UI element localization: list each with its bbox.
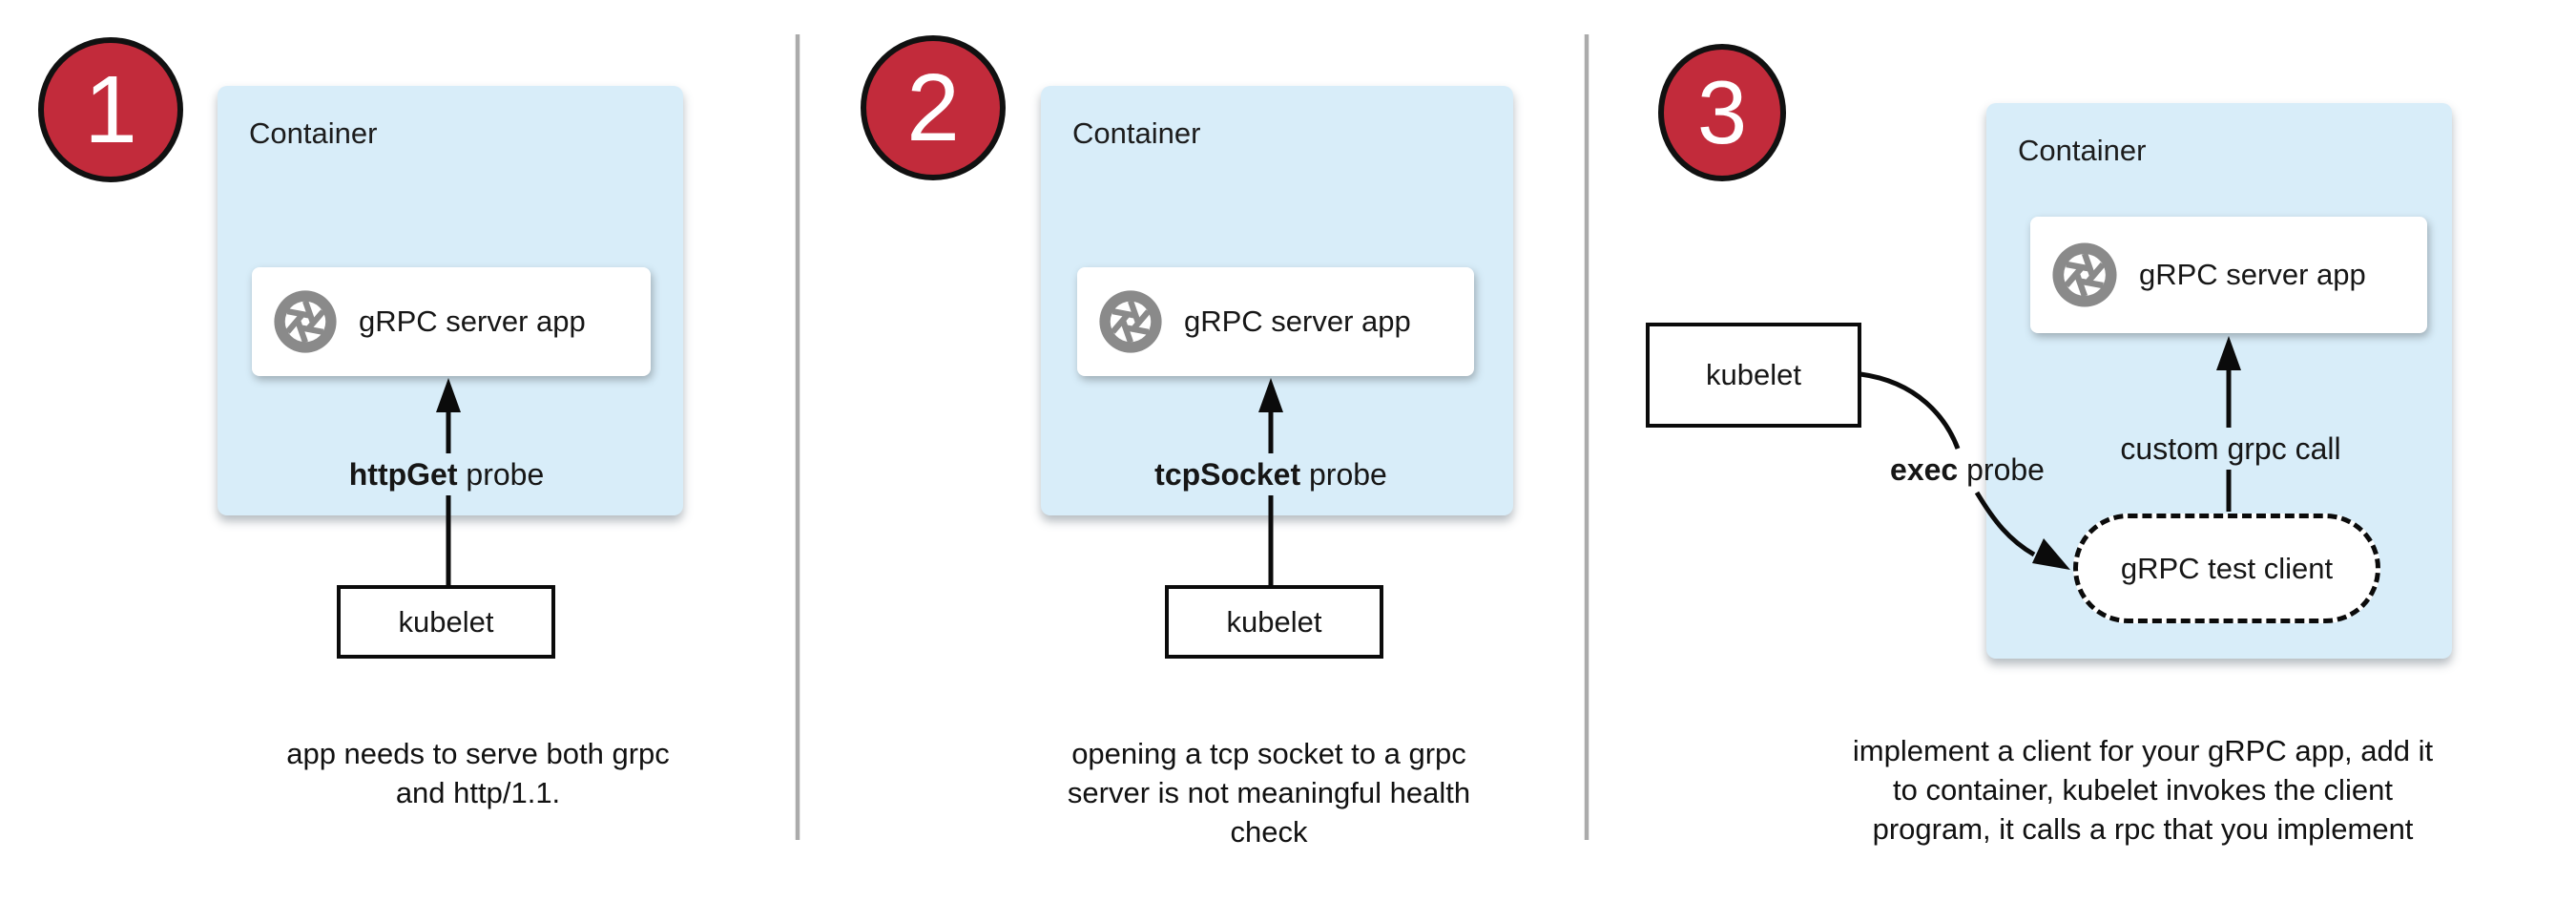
caption-line: and http/1.1. <box>395 776 561 809</box>
step-3-number: 3 <box>1696 62 1748 162</box>
probe-type-bold: exec <box>1890 452 1959 487</box>
aperture-icon <box>1099 290 1162 353</box>
caption-line: to container, kubelet invokes the client <box>1893 773 2393 807</box>
step-3-badge: 3 <box>1658 44 1786 181</box>
grpc-server-app-label: gRPC server app <box>2139 258 2366 291</box>
container-label-panel-1: Container <box>249 116 378 150</box>
grpc-server-app-label: gRPC server app <box>359 304 586 338</box>
caption-line: server is not meaningful health <box>1067 776 1471 809</box>
probe-word: probe <box>457 457 545 492</box>
grpc-server-app-card-panel-3: gRPC server app <box>2030 217 2427 333</box>
caption-panel-3: implement a client for your gRPC app, ad… <box>1761 731 2524 849</box>
exec-probe-label: exec probe <box>1890 451 2045 489</box>
kubelet-label: kubelet <box>1706 358 1801 391</box>
aperture-icon <box>274 290 337 353</box>
container-label-panel-3: Container <box>2018 134 2147 167</box>
caption-line: program, it calls a rpc that you impleme… <box>1872 812 2414 846</box>
kubelet-label: kubelet <box>1226 604 1322 639</box>
custom-grpc-call-label: custom grpc call <box>2111 428 2350 470</box>
kubelet-label: kubelet <box>398 604 494 639</box>
exec-probe-curve-upper <box>1859 371 1961 450</box>
probe-word: probe <box>1958 452 2045 487</box>
grpc-test-client-label: gRPC test client <box>2120 551 2334 585</box>
kubelet-box-panel-3: kubelet <box>1646 323 1861 428</box>
step-1-number: 1 <box>84 56 137 163</box>
probe-type-bold: tcpSocket <box>1154 457 1301 492</box>
step-2-badge: 2 <box>861 35 1006 180</box>
probe-word: probe <box>1300 457 1387 492</box>
caption-panel-1: app needs to serve both grpc and http/1.… <box>96 734 860 812</box>
caption-panel-2: opening a tcp socket to a grpc server is… <box>887 734 1651 851</box>
tcpsocket-probe-label: tcpSocket probe <box>1146 453 1396 495</box>
grpc-server-app-label: gRPC server app <box>1184 304 1411 338</box>
caption-line: implement a client for your gRPC app, ad… <box>1852 734 2434 767</box>
caption-line: app needs to serve both grpc <box>286 737 670 770</box>
step-1-badge: 1 <box>38 37 183 182</box>
kubelet-box-panel-2: kubelet <box>1165 585 1383 659</box>
caption-line: check <box>1230 815 1308 849</box>
container-label-panel-2: Container <box>1072 116 1201 150</box>
grpc-test-client-capsule: gRPC test client <box>2073 514 2380 623</box>
kubelet-box-panel-1: kubelet <box>337 585 555 659</box>
step-2-number: 2 <box>906 54 960 161</box>
aperture-icon <box>2052 242 2117 307</box>
caption-line: opening a tcp socket to a grpc <box>1071 737 1466 770</box>
httpget-probe-label: httpGet probe <box>340 453 553 495</box>
probe-type-bold: httpGet <box>348 457 458 492</box>
grpc-server-app-card-panel-2: gRPC server app <box>1077 267 1474 376</box>
grpc-server-app-card-panel-1: gRPC server app <box>252 267 651 376</box>
